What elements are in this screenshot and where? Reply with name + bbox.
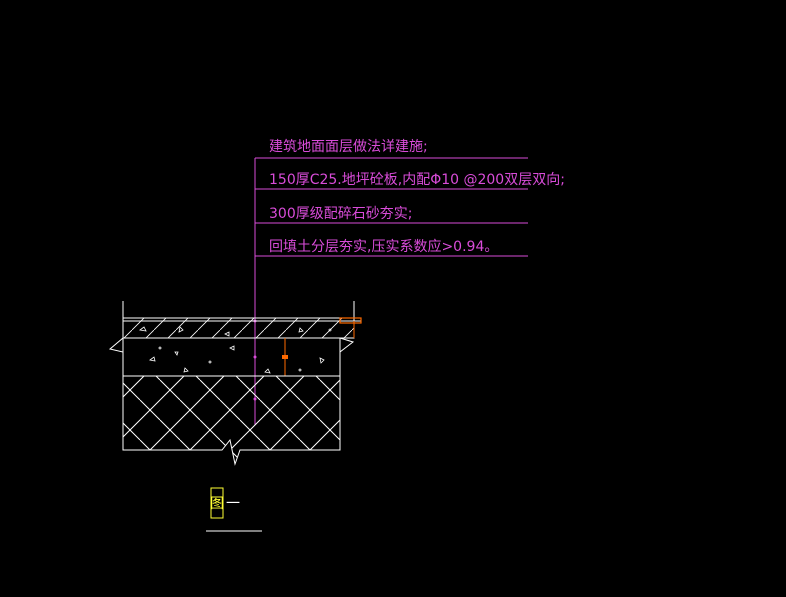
break-symbol-right: [339, 337, 355, 376]
note-backfill: 回填土分层夯实,压实系数应>0.94。: [269, 238, 498, 255]
leader-dot-2: [253, 355, 257, 359]
edge-finish-marker: [339, 317, 362, 324]
break-symbol-left: [108, 337, 124, 376]
note-gravel: 300厚级配碎石砂夯实;: [269, 206, 412, 222]
dim-tick-gravel: [282, 355, 288, 359]
floor-section: [108, 301, 362, 466]
note-slab: 150厚C25.地坪砼板,内配Φ10 @200双层双向;: [269, 172, 565, 188]
gravel-layer: [122, 337, 341, 377]
caption-frame: [210, 487, 224, 519]
figure-caption: 图 一: [206, 487, 262, 532]
gravel-specks: [139, 326, 332, 374]
note-surface: 建筑地面面层做法详建施;: [269, 139, 428, 155]
caption-label-left: 图: [210, 496, 224, 512]
caption-label-right: 一: [226, 496, 240, 512]
backfill-earth-layer: [122, 375, 341, 466]
